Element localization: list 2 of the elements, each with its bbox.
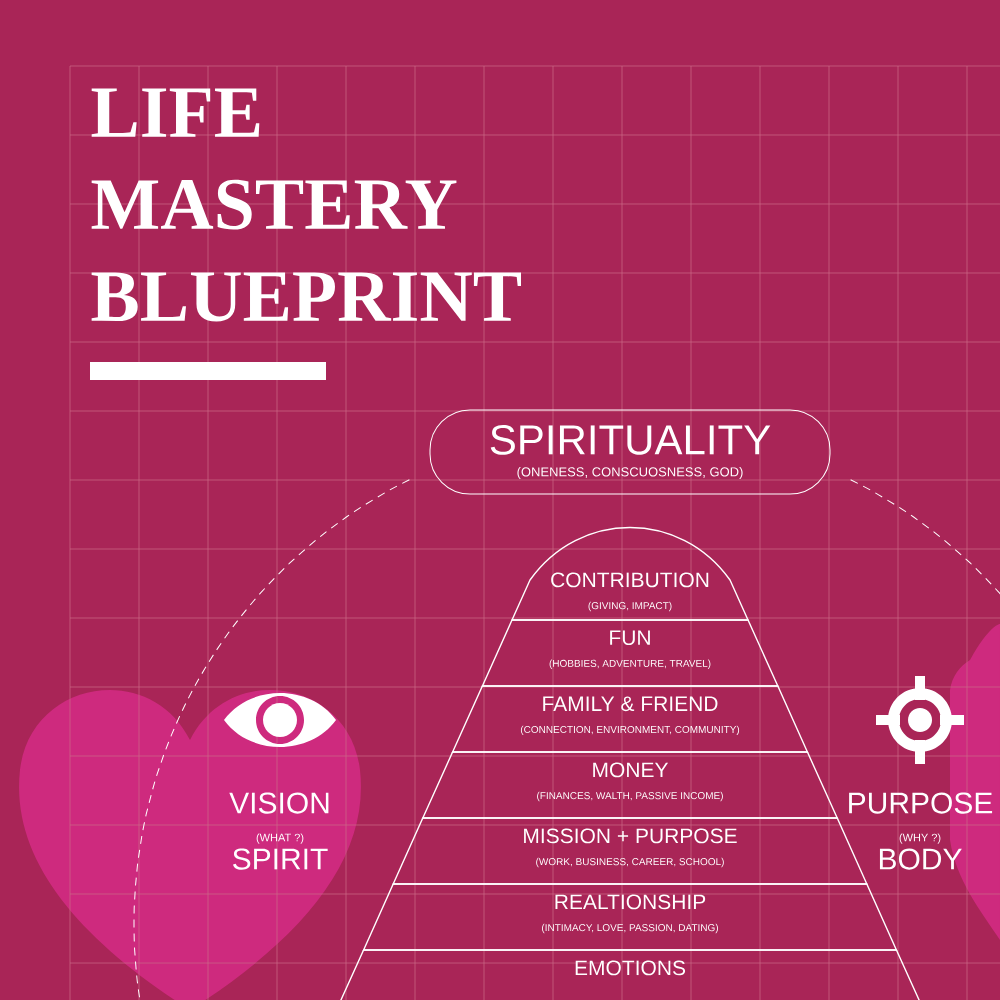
title: LIFE MASTERY BLUEPRINT <box>91 88 521 322</box>
pyramid-level: EMOTIONS <box>335 949 925 1000</box>
